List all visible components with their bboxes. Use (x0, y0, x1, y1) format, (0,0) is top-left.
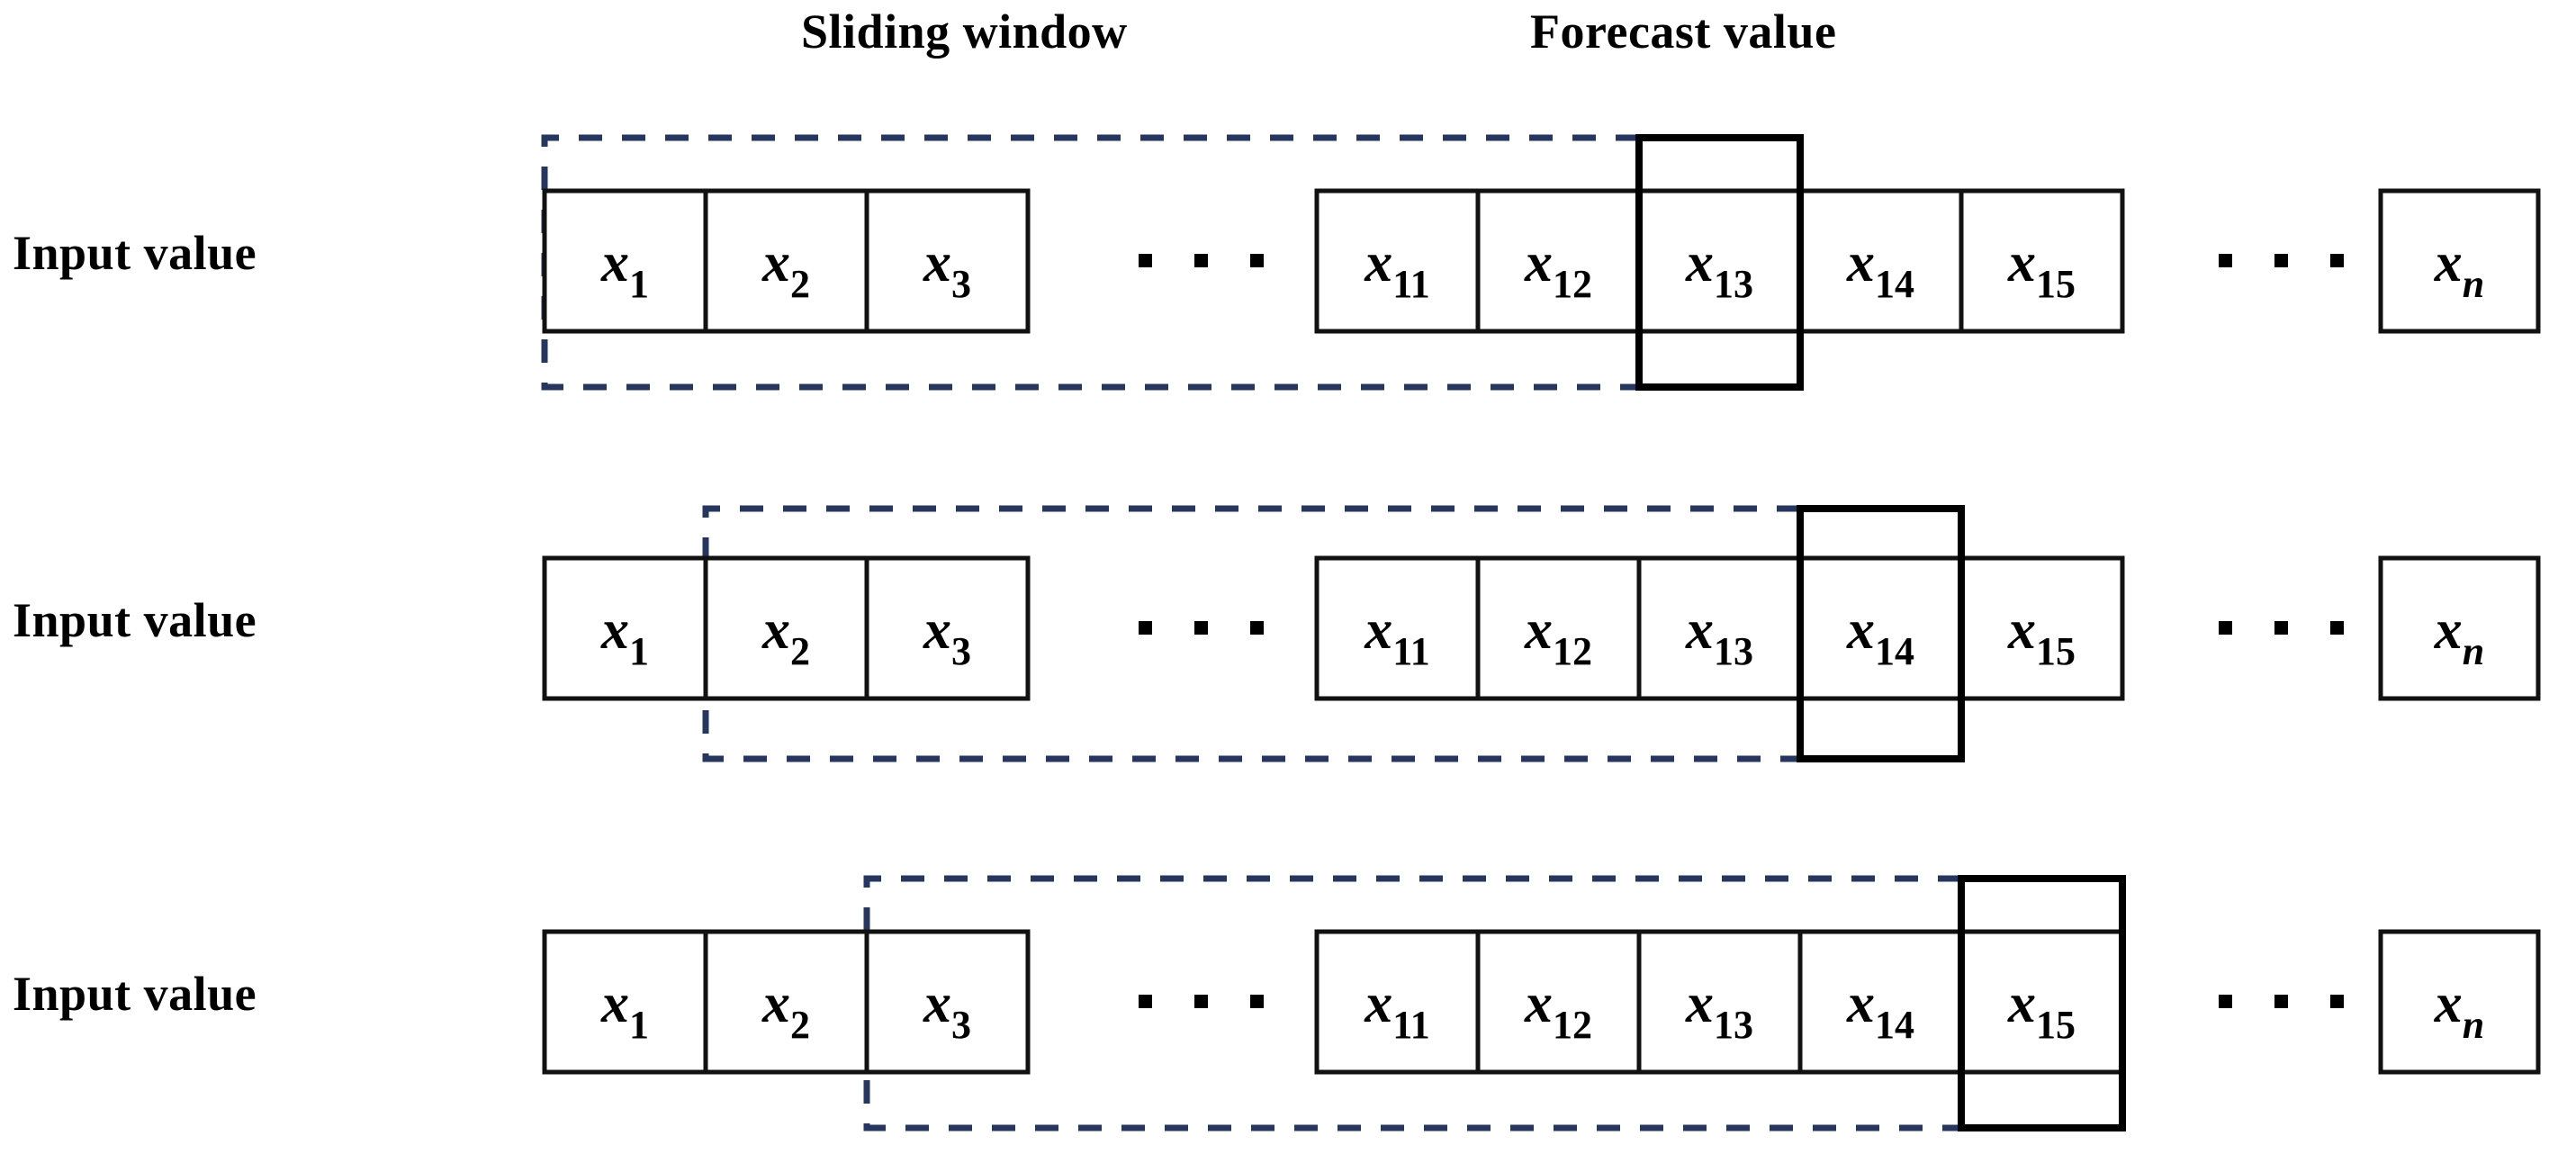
ellipsis-dot (2330, 995, 2344, 1008)
cell-group-tail: xn (2378, 188, 2541, 334)
ellipsis-dot (1250, 995, 1264, 1008)
ellipsis-dot (1139, 621, 1152, 635)
cell-x1: x1 (600, 232, 649, 306)
header-sliding-window: Sliding window (801, 5, 1128, 59)
cell-xn: xn (2434, 973, 2484, 1047)
cell-group-left-border (542, 929, 1031, 1075)
cell-group-right-border (1314, 188, 2125, 334)
ellipsis-dot (1194, 621, 1208, 635)
cell-x14: x14 (1846, 973, 1914, 1047)
ellipsis-dot (2274, 621, 2288, 635)
ellipsis-dot (1194, 254, 1208, 267)
cell-group-right: x11 x12 x13 x14 x15 (1314, 929, 2125, 1075)
diagram-row-2: x1 x2 x3 x11 x12 x13 x14 x15 xn (542, 505, 2541, 762)
ellipsis-right (2219, 995, 2344, 1008)
cell-x13: x13 (1685, 600, 1753, 673)
cell-xn: xn (2434, 600, 2484, 673)
ellipsis-left (1139, 621, 1264, 635)
cell-group-left: x1 x2 x3 (542, 188, 1031, 334)
cell-x2: x2 (761, 232, 810, 306)
cell-x11: x11 (1364, 232, 1430, 306)
ellipsis-dot (2330, 621, 2344, 635)
cell-x12: x12 (1524, 232, 1592, 306)
ellipsis-right (2219, 254, 2344, 267)
cell-group-tail: xn (2378, 555, 2541, 701)
ellipsis-dot (2330, 254, 2344, 267)
cell-group-tail: xn (2378, 929, 2541, 1075)
header-forecast-value: Forecast value (1530, 5, 1837, 59)
cell-x12: x12 (1524, 600, 1592, 673)
cell-x14: x14 (1846, 600, 1914, 673)
cell-x13: x13 (1685, 973, 1753, 1047)
cell-group-right: x11 x12 x13 x14 x15 (1314, 188, 2125, 334)
ellipsis-dot (1139, 254, 1152, 267)
cell-group-right-border (1314, 929, 2125, 1075)
diagram-row-3: x1 x2 x3 x11 x12 x13 x14 x15 xn (542, 875, 2541, 1131)
ellipsis-dot (2274, 254, 2288, 267)
cell-group-left: x1 x2 x3 (542, 929, 1031, 1075)
ellipsis-dot (2219, 621, 2232, 635)
cell-group-tail-border (2378, 188, 2541, 334)
cell-x12: x12 (1524, 973, 1592, 1047)
cell-x15: x15 (2007, 973, 2076, 1047)
forecast-value-outline (1797, 505, 1965, 762)
ellipsis-dot (2219, 254, 2232, 267)
cell-group-left-border (542, 188, 1031, 334)
ellipsis-dot (1250, 621, 1264, 635)
forecast-value-outline (1635, 134, 1804, 391)
ellipsis-dot (1139, 995, 1152, 1008)
cell-x3: x3 (923, 973, 971, 1047)
ellipsis-dot (1250, 254, 1264, 267)
cell-x2: x2 (761, 600, 810, 673)
cell-x1: x1 (600, 973, 649, 1047)
cell-x13: x13 (1685, 232, 1753, 306)
cell-group-right: x11 x12 x13 x14 x15 (1314, 555, 2125, 701)
cell-x15: x15 (2007, 600, 2076, 673)
cell-group-tail-border (2378, 555, 2541, 701)
ellipsis-left (1139, 254, 1264, 267)
cell-x11: x11 (1364, 973, 1430, 1047)
ellipsis-dot (2219, 995, 2232, 1008)
cell-x2: x2 (761, 973, 810, 1047)
cell-x15: x15 (2007, 232, 2076, 306)
ellipsis-left (1139, 995, 1264, 1008)
cell-x1: x1 (600, 600, 649, 673)
diagram-row-1: x1 x2 x3 x11 x12 x13 x14 x15 xn (541, 134, 2541, 391)
row-label-input-value-3: Input value (13, 967, 257, 1021)
row-label-input-value-2: Input value (13, 593, 257, 647)
cell-group-tail-border (2378, 929, 2541, 1075)
cell-group-left: x1 x2 x3 (542, 555, 1031, 701)
cell-xn: xn (2434, 232, 2484, 306)
cell-x11: x11 (1364, 600, 1430, 673)
row-label-input-value-1: Input value (13, 226, 257, 280)
cell-group-right-border (1314, 555, 2125, 701)
cell-x14: x14 (1846, 232, 1914, 306)
ellipsis-dot (2274, 995, 2288, 1008)
ellipsis-right (2219, 621, 2344, 635)
cell-group-left-border (542, 555, 1031, 701)
forecast-value-outline (1958, 875, 2126, 1131)
cell-x3: x3 (923, 600, 971, 673)
cell-x3: x3 (923, 232, 971, 306)
ellipsis-dot (1194, 995, 1208, 1008)
